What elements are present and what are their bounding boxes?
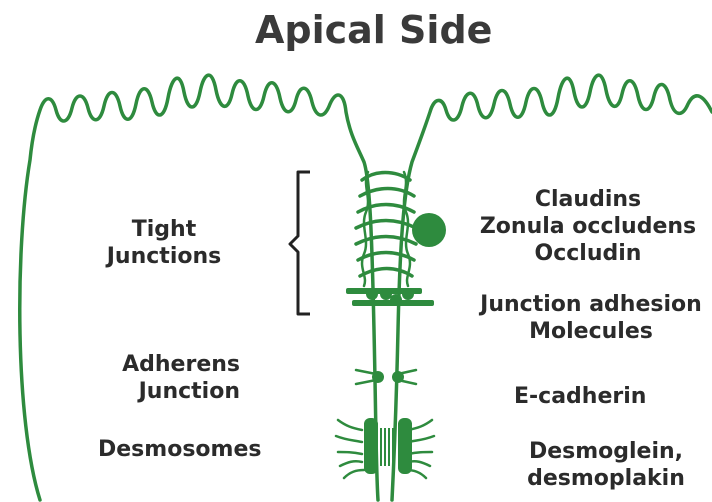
label-adherens-junction: Adherens Junction [60, 351, 240, 405]
label-line: Occludin [464, 240, 712, 267]
label-line: Junctions [84, 243, 244, 270]
label-desmosomes: Desmosomes [98, 436, 261, 463]
right-cell-membrane [392, 75, 712, 500]
label-line: Junction [60, 378, 240, 405]
label-line: Desmoglein, [500, 438, 712, 465]
label-line: Adherens [60, 351, 240, 378]
label-line: Zonula occludens [464, 213, 712, 240]
label-desmosome-proteins: Desmoglein, desmoplakin [500, 438, 712, 492]
adherens-knob [372, 371, 384, 383]
label-line: Tight [84, 216, 244, 243]
diagram-title: Apical Side [255, 8, 492, 52]
desmosome-plaque-left [364, 418, 378, 474]
desmosome-plaque-right [398, 418, 412, 474]
label-e-cadherin: E-cadherin [514, 383, 646, 410]
label-junction-adhesion-molecules: Junction adhesion Molecules [470, 291, 712, 345]
label-line: Junction adhesion [470, 291, 712, 318]
tight-junction-bracket [290, 172, 310, 314]
label-tight-junction-proteins: Claudins Zonula occludens Occludin [464, 186, 712, 267]
zonula-occludens-blob [412, 213, 446, 247]
label-line: Molecules [470, 318, 712, 345]
label-line: desmoplakin [500, 465, 712, 492]
label-tight-junctions: Tight Junctions [84, 216, 244, 270]
label-line: Claudins [464, 186, 712, 213]
